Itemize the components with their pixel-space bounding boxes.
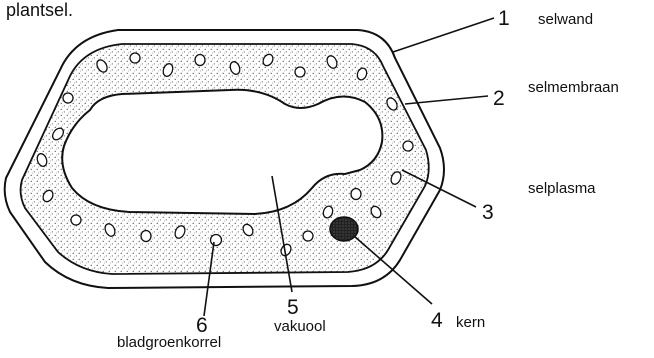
nucleus: [330, 217, 358, 241]
leader-line-2: [405, 96, 488, 104]
label-4-term: kern: [456, 315, 485, 330]
label-2-number: 2: [493, 88, 505, 109]
label-3-term: selplasma: [528, 181, 596, 196]
label-4-number: 4: [431, 310, 443, 331]
label-1-number: 1: [498, 8, 510, 29]
label-2-term: selmembraan: [528, 80, 619, 95]
label-5-number: 5: [287, 297, 299, 318]
leader-line-1: [393, 18, 494, 52]
label-3-number: 3: [482, 202, 494, 223]
label-5-term: vakuool: [274, 319, 326, 334]
label-6-number: 6: [196, 315, 208, 336]
label-6-term: bladgroenkorrel: [117, 335, 221, 350]
label-1-term: selwand: [538, 12, 593, 27]
intro-text: plantsel.: [6, 1, 73, 19]
